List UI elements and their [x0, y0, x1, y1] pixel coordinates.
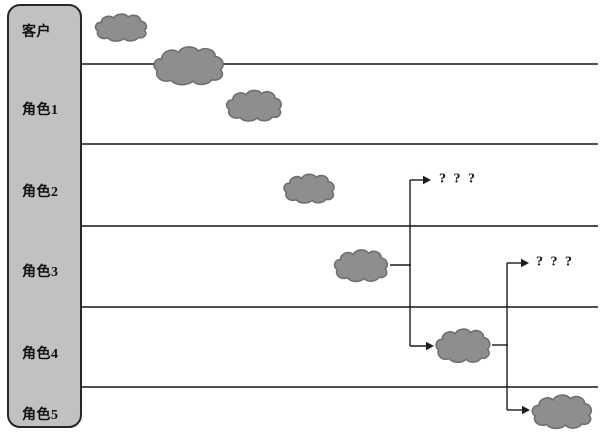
cloud-role5: [532, 395, 591, 428]
branch1-to-cloud-role4-arrowhead: [426, 341, 434, 351]
role-label-role1: 角色1: [22, 103, 59, 118]
role-sidebar: 客户 角色1 角色2 角色3 角色4 角色5: [7, 4, 82, 428]
cloud-role2: [284, 174, 334, 203]
branch1-unknown-arrow-arrowhead: [423, 175, 431, 185]
role-label-customer: 客户: [22, 25, 51, 40]
cloud-role4: [436, 329, 490, 362]
cloud-role3: [335, 250, 388, 281]
unknown-step-label-1: ? ? ?: [439, 171, 477, 187]
role-label-role2: 角色2: [22, 185, 59, 200]
role-label-role5: 角色5: [22, 408, 59, 423]
role-label-role4: 角色4: [22, 347, 59, 362]
role-label-role3: 角色3: [22, 265, 59, 280]
cloud-role1: [227, 90, 281, 121]
unknown-step-label-2: ? ? ?: [536, 254, 574, 270]
cloud-customer: [96, 14, 147, 41]
branch2-to-cloud-role5-arrowhead: [522, 405, 530, 415]
cloud-boundary: [154, 47, 223, 85]
branch2-unknown-arrow-arrowhead: [521, 258, 529, 268]
